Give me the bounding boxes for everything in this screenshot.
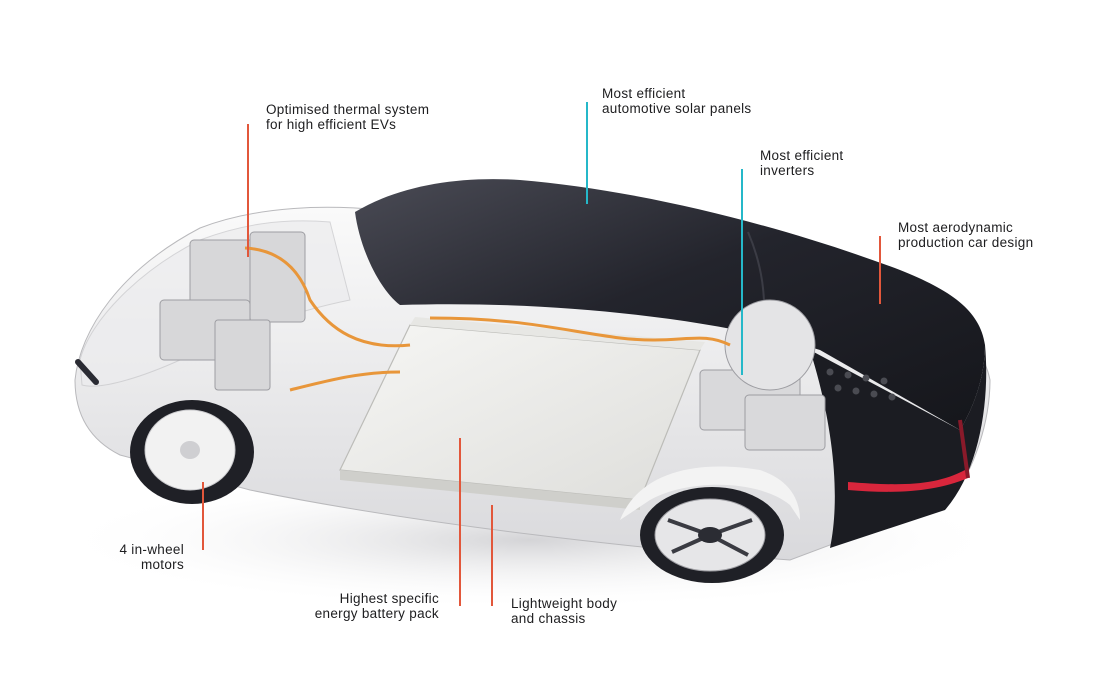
callout-aero-line2: production car design <box>898 235 1034 250</box>
callout-solar: Most efficient automotive solar panels <box>602 86 751 116</box>
thermal-leader-line <box>247 124 249 257</box>
callout-body-line2: and chassis <box>511 611 586 626</box>
callout-solar-line1: Most efficient <box>602 86 686 101</box>
callout-body-line1: Lightweight body <box>511 596 618 611</box>
callout-battery-line1: Highest specific <box>339 591 439 606</box>
battery-leader-line <box>459 438 461 606</box>
callout-aero: Most aerodynamic production car design <box>898 220 1033 250</box>
front-components <box>159 231 306 391</box>
inverters-leader-line <box>741 169 743 375</box>
callout-inverters-line1: Most efficient <box>760 148 844 163</box>
rear-flank <box>810 345 987 548</box>
callout-battery-line2: energy battery pack <box>314 606 439 621</box>
perforations <box>826 368 896 401</box>
motors-leader-line <box>202 482 204 550</box>
callout-inverters: Most efficient inverters <box>760 148 844 178</box>
rear-components <box>699 299 826 451</box>
callout-thermal-line1: Optimised thermal system <box>266 102 430 117</box>
front-wheel <box>130 400 254 504</box>
callout-motors-line2: motors <box>140 557 184 572</box>
callout-aero-line1: Most aerodynamic <box>898 220 1014 235</box>
tail-light <box>848 470 968 492</box>
callout-solar-line2: automotive solar panels <box>602 101 752 116</box>
callout-battery: Highest specific energy battery pack <box>288 591 439 621</box>
solar-leader-line <box>586 102 588 204</box>
solar-roof <box>355 179 985 430</box>
callout-motors: 4 in-wheel motors <box>84 542 184 572</box>
aero-leader-line <box>879 236 881 304</box>
rear-wheel <box>640 487 784 583</box>
callout-thermal-line2: for high efficient EVs <box>266 117 397 132</box>
body-leader-line <box>491 505 493 606</box>
callout-inverters-line2: inverters <box>760 163 815 178</box>
callout-motors-line1: 4 in-wheel <box>119 542 184 557</box>
callout-body: Lightweight body and chassis <box>511 596 617 626</box>
callout-thermal: Optimised thermal system for high effici… <box>266 102 429 132</box>
